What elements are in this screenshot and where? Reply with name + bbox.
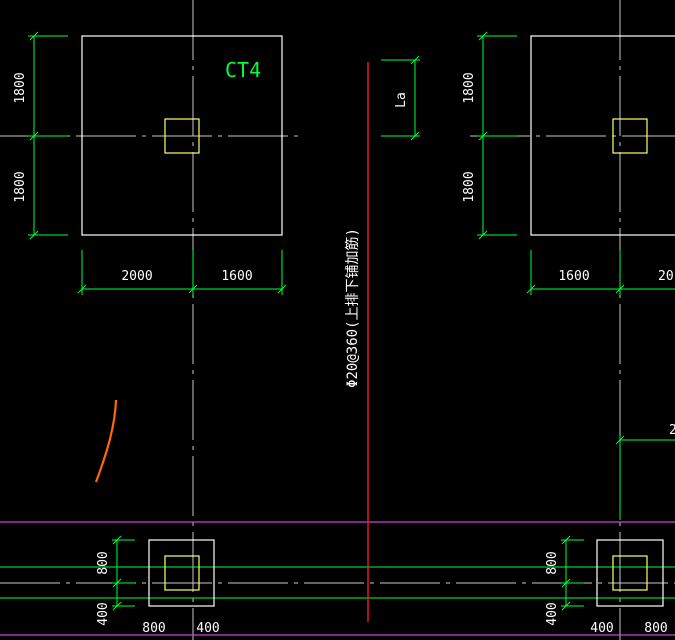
beam-column-right [596,539,664,607]
rebar-note: Φ20@360(上排下铺加筋) [344,228,361,388]
column-left [164,118,200,154]
dim-beam-left-v-lower: 400 [96,602,111,625]
dim-beam-right-v-lower: 400 [545,602,560,625]
dim-left-bottom-b: 1600 [221,269,252,284]
column-right [612,118,648,154]
dim-beam-left-v-upper: 800 [96,551,111,574]
dim-beam-right-h-a: 400 [590,621,613,636]
dim-left-vertical [28,31,68,240]
dim-right-bottom-a: 1600 [558,269,589,284]
beam-lines [0,521,675,636]
dim-right-lower-v: 1800 [462,171,477,202]
dim-beam-left [112,535,135,611]
dim-beam-left-h-a: 800 [142,621,165,636]
dim-beam-right [561,535,584,611]
beam-green-lines [0,566,675,599]
dim-right-bottom-b: 20 [658,269,674,284]
dim-left-lower-v: 1800 [13,171,28,202]
beam-column-right-core [612,555,648,591]
dim-beam-right-h-b: 800 [644,621,667,636]
beam-column-left [148,539,215,607]
dim-left-horizontal [77,250,287,295]
dim-right-vertical [477,31,517,240]
sketch-stroke [94,399,118,483]
footing-pad-left [81,35,283,236]
dim-left-upper-v: 1800 [13,72,28,103]
anchor-label: La [394,92,409,108]
dim-right-edge-partial: 2 [669,423,675,438]
dim-right-edge [615,435,675,520]
anchor-dimension [381,55,420,141]
beam-column-left-core [164,555,200,591]
dim-beam-right-v-upper: 800 [545,551,560,574]
dim-left-bottom-a: 2000 [121,269,152,284]
dim-right-upper-v: 1800 [462,72,477,103]
dim-beam-left-h-b: 400 [196,621,219,636]
dim-right-horizontal [526,250,675,295]
footing-pad-right [530,35,675,236]
foundation-tag: CT4 [225,58,261,82]
